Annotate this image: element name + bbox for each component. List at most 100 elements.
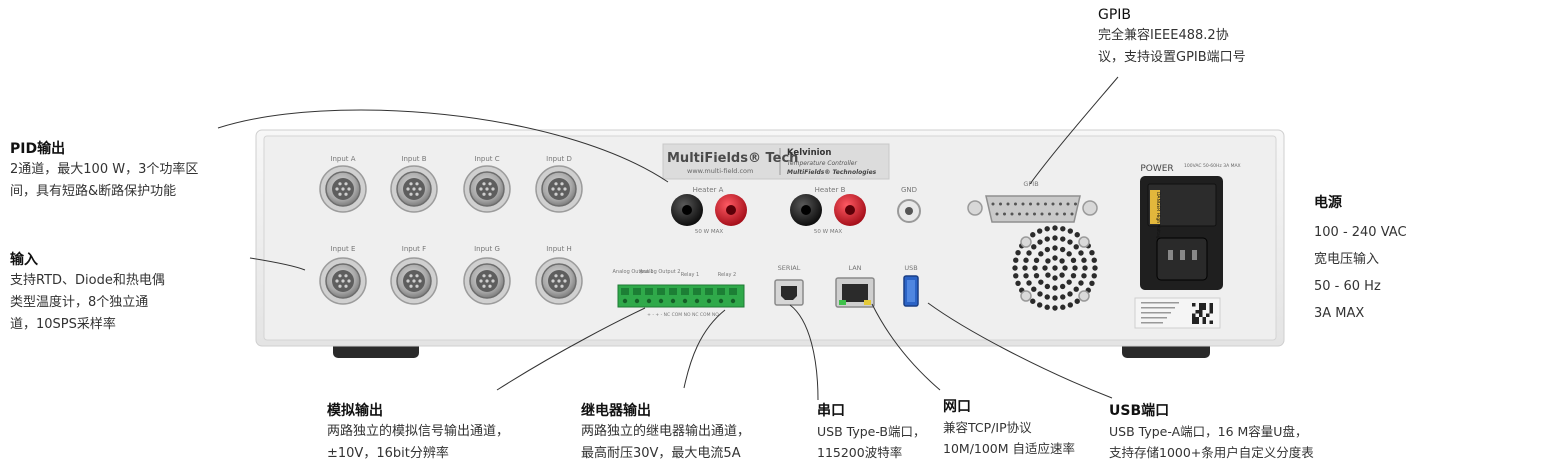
annotation-gpib-title: GPIB bbox=[1098, 7, 1132, 23]
input-label-h: Input H bbox=[546, 245, 572, 253]
usb-a-port bbox=[903, 275, 919, 307]
annotation-lan-line-1: 兼容TCP/IP协议 bbox=[943, 420, 1032, 435]
brand-plate bbox=[662, 143, 890, 180]
input-connector bbox=[535, 165, 583, 213]
inputs-top-row: Input A Input B Input C Input D bbox=[330, 155, 571, 163]
leader-analog bbox=[496, 307, 646, 391]
annotation-analog-title: 模拟输出 bbox=[327, 403, 383, 419]
input-connector bbox=[390, 257, 438, 305]
annotation-input-title: 输入 bbox=[10, 252, 38, 268]
leader-input bbox=[249, 257, 306, 271]
leader-serial bbox=[789, 304, 819, 401]
brand-name: MultiFields® Tech bbox=[667, 151, 798, 166]
terminal-label-analog-1: Analog Output 1 bbox=[612, 269, 653, 275]
annotation-gpib-line-2: 议，支持设置GPIB端口号 bbox=[1098, 50, 1246, 65]
heater-a-red-post bbox=[715, 194, 747, 226]
annotation-relay-line-1: 两路独立的继电器输出通道， bbox=[581, 424, 751, 439]
gnd-post bbox=[897, 199, 921, 223]
annotation-usb-title: USB端口 bbox=[1109, 403, 1170, 419]
input-label-c: Input C bbox=[474, 155, 499, 163]
terminal-block bbox=[617, 284, 745, 308]
heater-a-max-label: 50 W MAX bbox=[695, 229, 723, 235]
gnd-label: GND bbox=[901, 186, 917, 194]
power-label: POWER bbox=[1140, 164, 1173, 174]
input-connector bbox=[463, 165, 511, 213]
gpib-port-label: GPIB bbox=[1023, 180, 1038, 188]
input-connector bbox=[319, 165, 367, 213]
annotation-gpib: GPIB 完全兼容IEEE488.2协 议，支持设置GPIB端口号 bbox=[1098, 5, 1246, 69]
annotation-usb-line-1: USB Type-A端口，16 M容量U盘， bbox=[1109, 424, 1308, 439]
annotation-relay-title: 继电器输出 bbox=[581, 403, 651, 419]
annotation-input: 输入 支持RTD、Diode和热电偶 类型温度计，8个独立通 道，10SPS采样… bbox=[10, 250, 165, 336]
heater-b-black-post bbox=[790, 194, 822, 226]
annotation-power-title: 电源 bbox=[1314, 195, 1342, 211]
annotation-pid-line-2: 间，具有短路&断路保护功能 bbox=[10, 184, 177, 199]
leader-lan bbox=[871, 303, 941, 391]
annotation-lan-title: 网口 bbox=[943, 399, 971, 415]
annotation-gpib-line-1: 完全兼容IEEE488.2协 bbox=[1098, 28, 1229, 43]
annotation-serial-title: 串口 bbox=[817, 403, 845, 419]
gpib-connector bbox=[967, 195, 1098, 223]
annotation-input-line-2: 类型温度计，8个独立通 bbox=[10, 295, 149, 310]
annotation-power-line-4: 3A MAX bbox=[1314, 306, 1365, 321]
heater-b-red-post bbox=[834, 194, 866, 226]
heater-b-max-label: 50 W MAX bbox=[814, 229, 842, 235]
input-label-b: Input B bbox=[401, 155, 426, 163]
ethernet-port bbox=[835, 277, 875, 308]
model-subtitle: Temperature Controller bbox=[787, 160, 858, 167]
heater-b-label: Heater B bbox=[815, 186, 846, 194]
terminal-label-analog-2: Analog Output 2 bbox=[639, 269, 680, 275]
fan-grill bbox=[1012, 225, 1098, 311]
annotation-input-line-1: 支持RTD、Diode和热电偶 bbox=[10, 273, 165, 288]
annotation-input-line-3: 道，10SPS采样率 bbox=[10, 317, 116, 332]
annotation-power-line-1: 100 - 240 VAC bbox=[1314, 225, 1407, 240]
usb-label: USB bbox=[904, 264, 917, 272]
annotation-serial-line-2: 115200波特率 bbox=[817, 445, 903, 460]
terminal-label-relay-1: Relay 1 bbox=[681, 272, 700, 278]
annotation-serial: 串口 USB Type-B端口， 115200波特率 bbox=[817, 401, 925, 463]
annotation-relay-line-2: 最高耐压30V，最大电流5A bbox=[581, 446, 741, 461]
input-label-e: Input E bbox=[331, 245, 356, 253]
model-name: Kelvinion bbox=[787, 148, 831, 158]
annotation-usb-line-2: 支持存储1000+条用户自定义分度表 bbox=[1109, 445, 1314, 460]
brand-website: www.multi-field.com bbox=[687, 167, 753, 175]
annotation-relay: 继电器输出 两路独立的继电器输出通道， 最高耐压30V，最大电流5A bbox=[581, 401, 750, 465]
serial-label: SERIAL bbox=[778, 264, 801, 272]
power-spec: 100VAC 50-60Hz 3A MAX bbox=[1184, 163, 1241, 169]
annotation-lan-line-2: 10M/100M 自适应速率 bbox=[943, 441, 1076, 456]
annotation-serial-line-1: USB Type-B端口， bbox=[817, 424, 926, 439]
leader-gpib bbox=[1029, 76, 1119, 185]
fuse-warning-label: DANGER High Voltage bbox=[1155, 192, 1161, 242]
annotation-analog-line-1: 两路独立的模拟信号输出通道， bbox=[327, 424, 510, 439]
annotation-analog: 模拟输出 两路独立的模拟信号输出通道， ±10V，16bit分辨率 bbox=[327, 401, 509, 465]
annotation-lan: 网口 兼容TCP/IP协议 10M/100M 自适应速率 bbox=[943, 397, 1075, 459]
annotation-power-line-2: 宽电压输入 bbox=[1314, 252, 1380, 267]
annotation-pid-title: PID输出 bbox=[10, 141, 66, 157]
power-entry-module: DANGER High Voltage bbox=[1140, 176, 1223, 290]
leader-pid bbox=[217, 109, 669, 183]
lan-label: LAN bbox=[848, 264, 861, 272]
input-label-d: Input D bbox=[546, 155, 572, 163]
input-label-f: Input F bbox=[402, 245, 426, 253]
terminal-label-relay-2: Relay 2 bbox=[718, 272, 737, 278]
inputs-bottom-row: Input E Input F Input G Input H bbox=[331, 245, 572, 253]
annotation-pid-line-1: 2通道，最大100 W，3个功率区 bbox=[10, 162, 199, 177]
annotation-power: 电源 100 - 240 VAC 宽电压输入 50 - 60 Hz 3A MAX bbox=[1314, 193, 1407, 327]
annotation-power-line-3: 50 - 60 Hz bbox=[1314, 279, 1381, 294]
model-company: MultiFields® Technologies bbox=[787, 169, 877, 176]
input-label-g: Input G bbox=[474, 245, 500, 253]
heater-a-black-post bbox=[671, 194, 703, 226]
annotation-pid: PID输出 2通道，最大100 W，3个功率区 间，具有短路&断路保护功能 bbox=[10, 139, 198, 203]
input-label-a: Input A bbox=[330, 155, 355, 163]
leader-usb bbox=[927, 302, 1113, 399]
input-connector bbox=[535, 257, 583, 305]
input-connector bbox=[463, 257, 511, 305]
input-connector bbox=[390, 165, 438, 213]
terminal-pin-labels: + - + - NC COM NO NC COM NO bbox=[647, 312, 719, 318]
leader-relay bbox=[683, 309, 726, 389]
annotation-analog-line-2: ±10V，16bit分辨率 bbox=[327, 446, 449, 461]
annotation-usb: USB端口 USB Type-A端口，16 M容量U盘， 支持存储1000+条用… bbox=[1109, 401, 1314, 463]
heater-a-label: Heater A bbox=[693, 186, 724, 194]
